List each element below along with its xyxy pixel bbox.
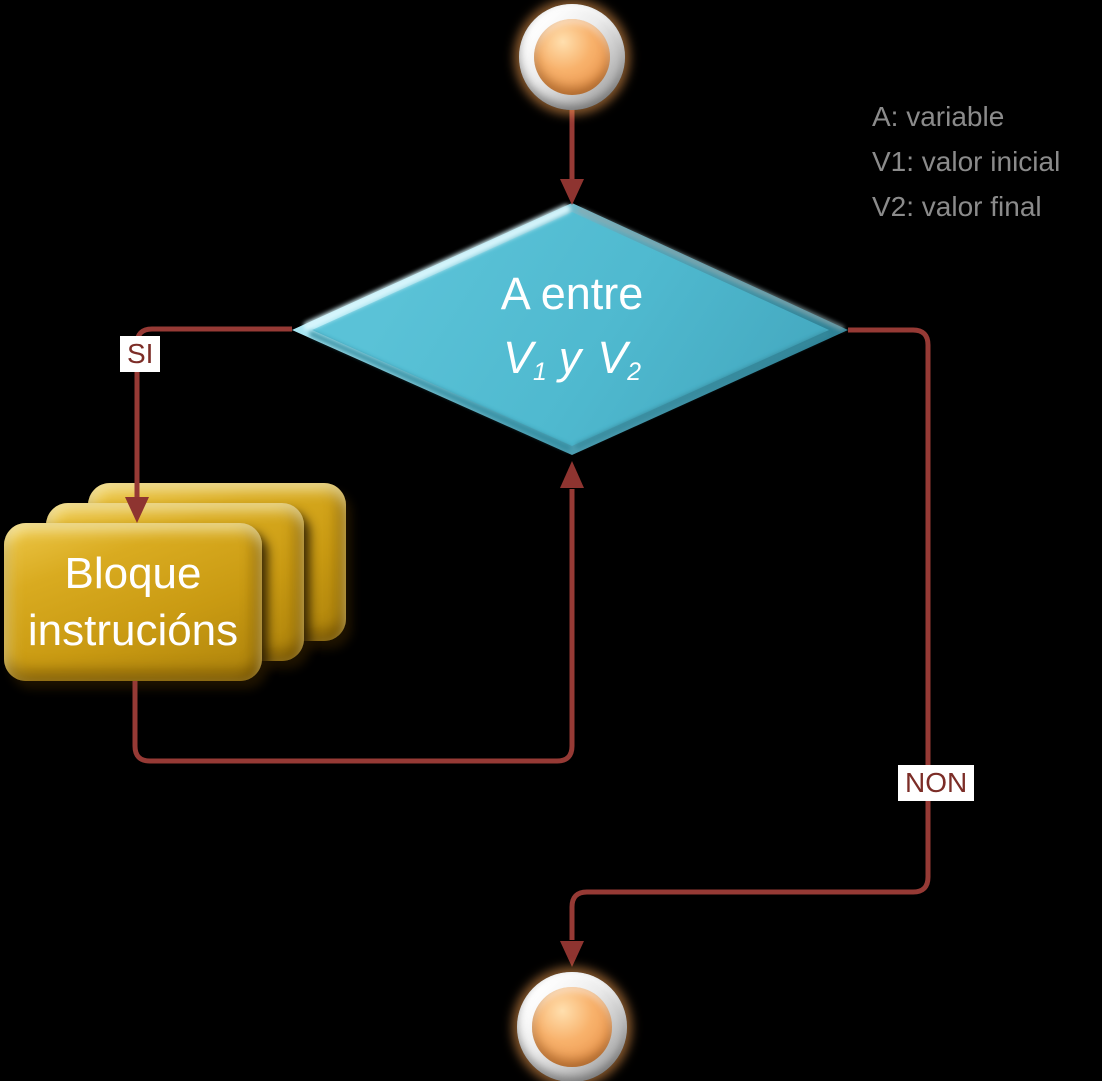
process-block-front: Bloque instrucións xyxy=(4,523,262,681)
decision-v1: V xyxy=(502,332,533,383)
decision-v2-subscript: 2 xyxy=(627,358,642,386)
decision-label-line1: A entre xyxy=(500,268,644,319)
diamond-shade-bottom-left xyxy=(309,331,571,451)
connector-loopback xyxy=(132,489,575,764)
end-node xyxy=(517,972,627,1081)
diamond-shade-bottom-right xyxy=(575,331,829,449)
legend-line-valor-final: V2: valor final xyxy=(872,191,1042,222)
yes-branch-label: SI xyxy=(120,336,161,372)
legend: A: variable V1: valor inicial V2: valor … xyxy=(872,94,1060,229)
decision-v2: V xyxy=(597,332,628,383)
arrowhead-into-decision-bottom xyxy=(560,461,584,488)
connector-no-branch xyxy=(569,327,931,940)
diamond-highlight-top-left xyxy=(303,204,571,331)
legend-line-variable: A: variable xyxy=(872,101,1005,132)
end-node-ball xyxy=(532,987,612,1067)
process-label-line2: instrucións xyxy=(27,606,239,655)
decision-separator: y xyxy=(558,332,582,383)
no-branch-label: NON xyxy=(898,765,975,801)
arrowhead-into-end xyxy=(560,941,584,967)
start-node xyxy=(519,4,625,110)
process-label-line1: Bloque xyxy=(64,549,202,598)
decision-v1-subscript: 1 xyxy=(532,358,547,386)
decision-diamond xyxy=(292,203,848,455)
arrowhead-into-process xyxy=(125,497,149,523)
decision-diamond-face xyxy=(312,212,829,446)
arrowhead-into-decision-top xyxy=(560,179,584,205)
start-node-ball xyxy=(533,18,611,96)
legend-line-valor-inicial: V1: valor inicial xyxy=(872,146,1061,177)
diamond-shade-top-right xyxy=(577,207,845,331)
